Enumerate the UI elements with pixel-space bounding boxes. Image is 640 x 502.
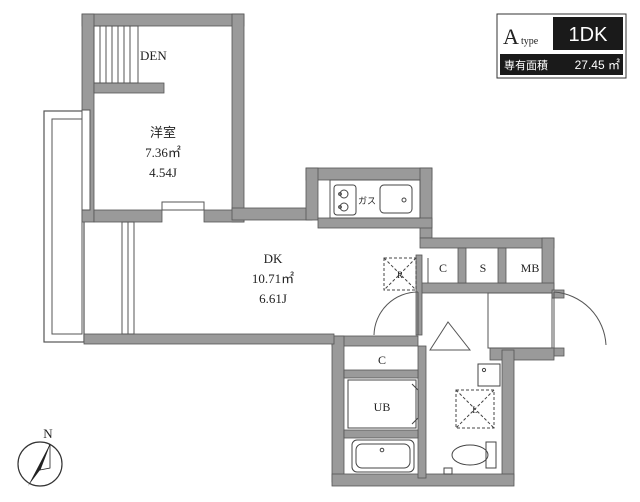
closet2-label: C xyxy=(378,353,386,367)
toilet xyxy=(451,441,497,469)
closet-label: C xyxy=(439,261,447,275)
dk-name: DK xyxy=(264,251,283,266)
balcony xyxy=(43,110,85,343)
compass: N xyxy=(17,426,63,487)
unit-bath-label: UB xyxy=(374,400,391,414)
gas-label: ガス xyxy=(358,196,376,206)
unit-bath xyxy=(347,379,419,473)
window xyxy=(161,201,205,211)
type-letter: A xyxy=(503,24,519,49)
kitchen-counter xyxy=(329,179,421,219)
meter-box-label: MB xyxy=(521,261,540,275)
refrigerator xyxy=(383,257,417,291)
north-label: N xyxy=(43,426,53,441)
area-value: 27.45 ㎡ xyxy=(575,58,620,72)
stove xyxy=(333,184,357,216)
balcony-door[interactable] xyxy=(121,221,135,335)
dk-jo: 6.61J xyxy=(259,291,287,306)
washbasin xyxy=(477,363,501,387)
layout-label: 1DK xyxy=(569,24,609,46)
type-badge: A type 1DK 専有面積 27.45 ㎡ xyxy=(496,13,627,79)
shoe-closet-label: S xyxy=(480,261,487,275)
refrigerator-label: R xyxy=(397,270,403,280)
western-window xyxy=(81,109,91,211)
balcony-inner xyxy=(51,118,83,335)
western-room-area: 7.36㎡ xyxy=(145,145,181,160)
western-room-name: 洋室 xyxy=(150,125,176,140)
walls xyxy=(81,13,565,487)
kitchen-sink xyxy=(379,184,413,214)
den-label: DEN xyxy=(140,48,167,63)
washing-machine xyxy=(455,389,495,429)
western-room-jo: 4.54J xyxy=(149,165,177,180)
laundry-label: L xyxy=(472,405,478,415)
door-swings[interactable] xyxy=(373,291,607,351)
type-suffix: type xyxy=(521,36,539,47)
dk-area: 10.71㎡ xyxy=(252,271,294,286)
genkan xyxy=(487,292,553,349)
den-shelf xyxy=(93,25,139,84)
area-label: 専有面積 xyxy=(504,58,548,72)
